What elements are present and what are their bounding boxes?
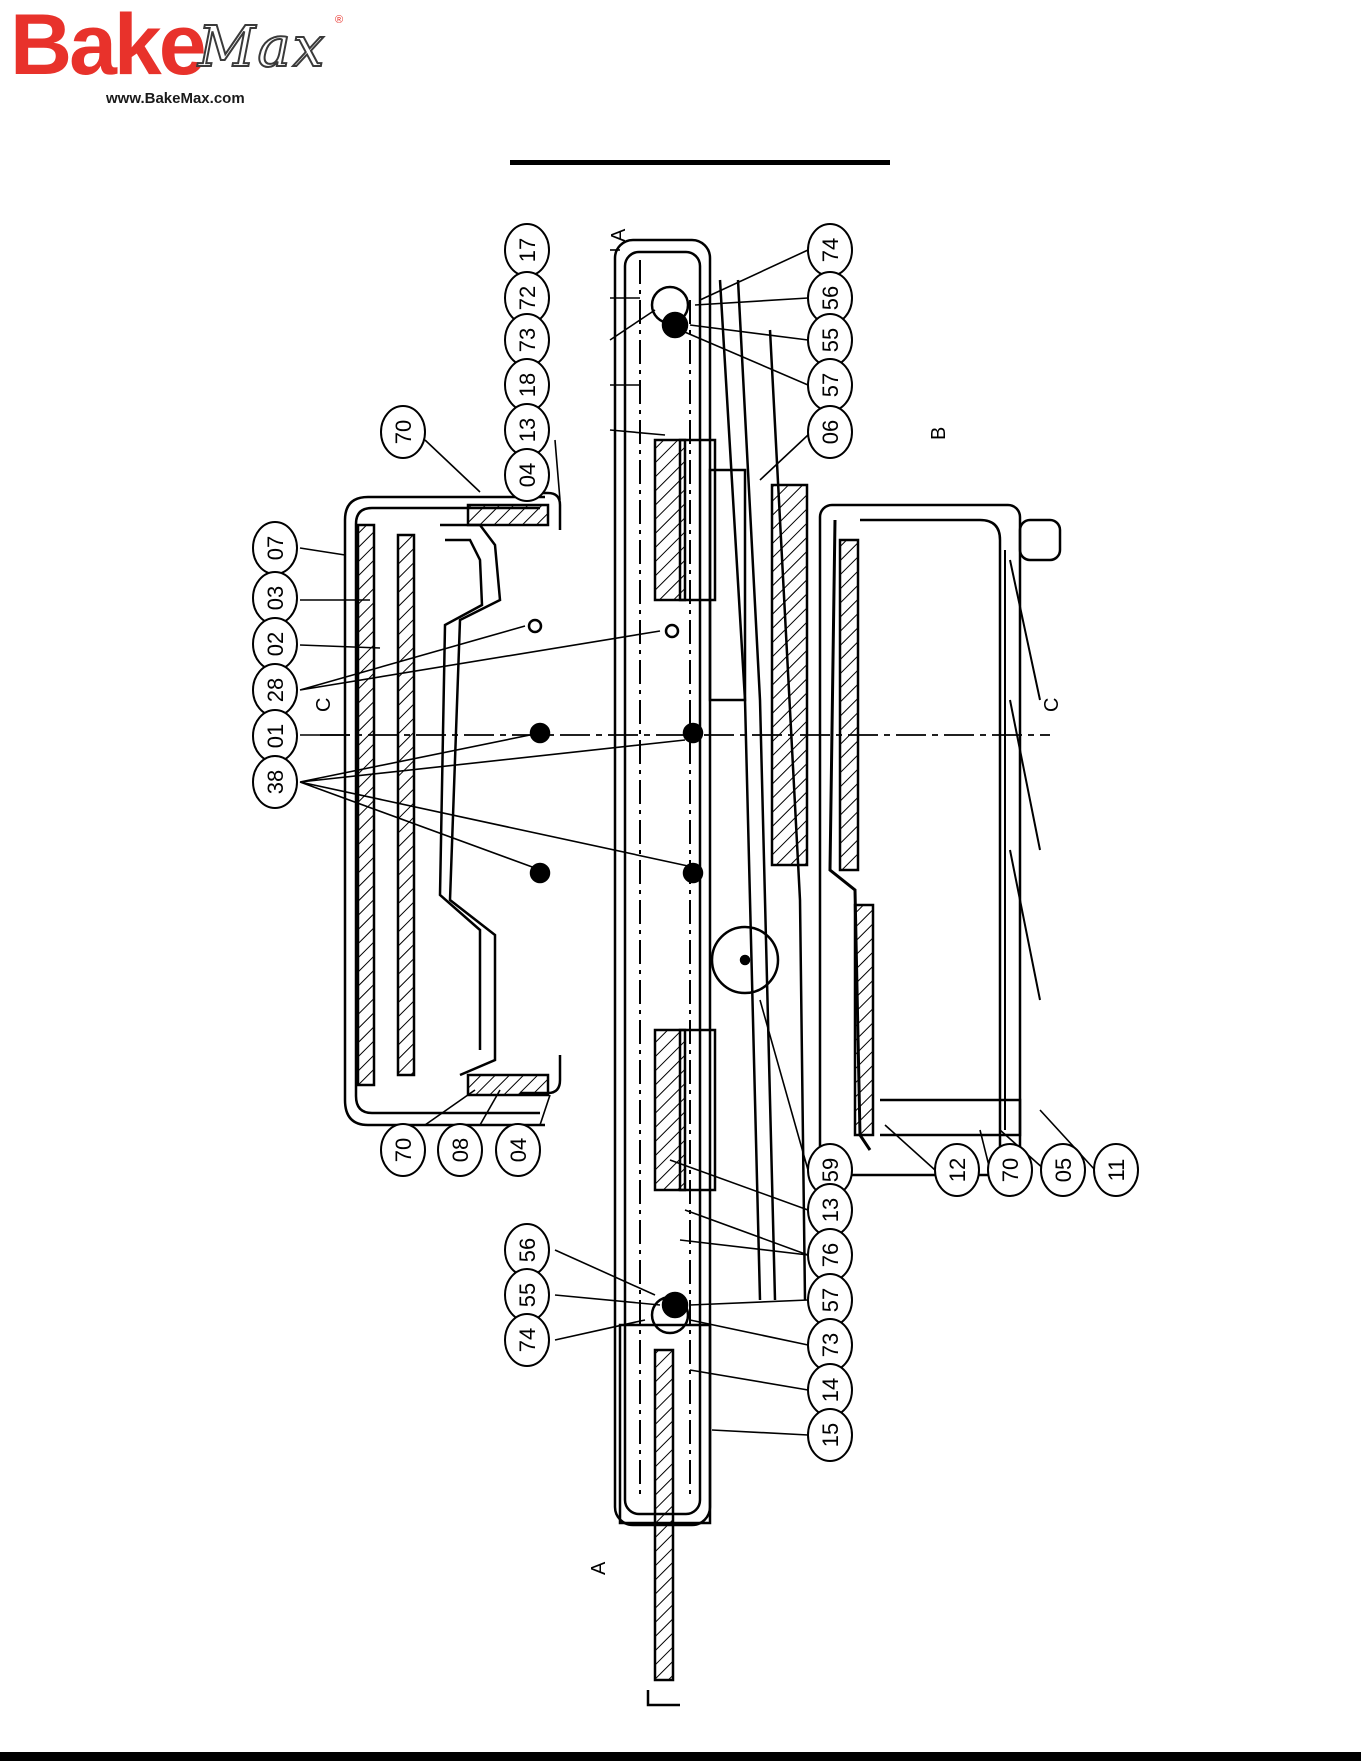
- callout-number: 04: [515, 463, 540, 487]
- top-cover-inner: [356, 508, 540, 1113]
- callout-02: 02: [253, 618, 297, 670]
- callout-number: 12: [945, 1158, 970, 1182]
- callout-number: 38: [263, 770, 288, 794]
- section-mark-c-left: C: [313, 698, 335, 712]
- callout-number: 70: [998, 1158, 1023, 1182]
- callout-number: 08: [448, 1138, 473, 1162]
- callout-57: 57: [808, 359, 852, 411]
- callout-number: 15: [818, 1423, 843, 1447]
- callout-15: 15: [808, 1409, 852, 1461]
- callout-number: 18: [515, 373, 540, 397]
- heating-plate-inner: [440, 540, 482, 1050]
- callout-01: 01: [253, 710, 297, 762]
- callout-04-lower: 04: [496, 1124, 540, 1176]
- callout-08: 08: [438, 1124, 482, 1176]
- callout-number: 76: [818, 1243, 843, 1267]
- section-mark-a-top: A: [608, 228, 630, 242]
- callout-number: 74: [818, 238, 843, 262]
- callout-number: 13: [515, 418, 540, 442]
- callout-number: 11: [1104, 1159, 1129, 1182]
- section-mark-c-right: C: [1041, 698, 1063, 712]
- section-mark-b: B: [928, 427, 950, 440]
- callout-17: 17: [505, 224, 549, 276]
- callout-number: 28: [263, 678, 288, 702]
- callout-number: 73: [515, 328, 540, 352]
- callout-number: 55: [515, 1283, 540, 1307]
- callout-12: 12: [935, 1144, 979, 1196]
- callout-07: 07: [253, 522, 297, 574]
- callout-number: 06: [818, 420, 843, 444]
- callout-number: 14: [818, 1378, 843, 1402]
- callout-number: 74: [515, 1328, 540, 1352]
- callout-number: 01: [263, 724, 288, 748]
- callout-38: 38: [253, 756, 297, 808]
- callout-number: 57: [818, 373, 843, 397]
- callout-number: 55: [818, 328, 843, 352]
- callout-74-lower: 74: [505, 1314, 549, 1366]
- callout-70: 70: [381, 406, 425, 458]
- callout-number: 56: [818, 286, 843, 310]
- callout-number: 05: [1051, 1158, 1076, 1182]
- callout-03: 03: [253, 572, 297, 624]
- callout-28: 28: [253, 664, 297, 716]
- callout-04: 04: [505, 449, 549, 501]
- callout-number: 03: [263, 586, 288, 610]
- callout-number: 72: [515, 286, 540, 310]
- callout-number: 13: [818, 1198, 843, 1222]
- callout-74: 74: [808, 224, 852, 276]
- callout-number: 59: [818, 1158, 843, 1182]
- callout-70-base: 70: [988, 1144, 1032, 1196]
- callout-05: 05: [1041, 1144, 1085, 1196]
- callout-number: 73: [818, 1333, 843, 1357]
- callout-06: 06: [808, 406, 852, 458]
- callout-number: 07: [263, 536, 288, 560]
- callout-number: 17: [515, 238, 540, 262]
- heating-plate: [440, 525, 500, 1075]
- footer-rule: [0, 1752, 1361, 1761]
- section-mark-a-bottom: A: [588, 1561, 610, 1575]
- callout-number: 02: [263, 632, 288, 656]
- callout-11: 11: [1094, 1144, 1138, 1196]
- callout-number: 04: [506, 1138, 531, 1162]
- callout-number: 56: [515, 1238, 540, 1262]
- callout-number: 70: [391, 1138, 416, 1162]
- callout-number: 57: [818, 1288, 843, 1312]
- base-tray-wall: [860, 520, 1000, 1150]
- callout-70-lower: 70: [381, 1124, 425, 1176]
- callout-number: 70: [391, 420, 416, 444]
- top-cover-panel: [358, 525, 374, 1085]
